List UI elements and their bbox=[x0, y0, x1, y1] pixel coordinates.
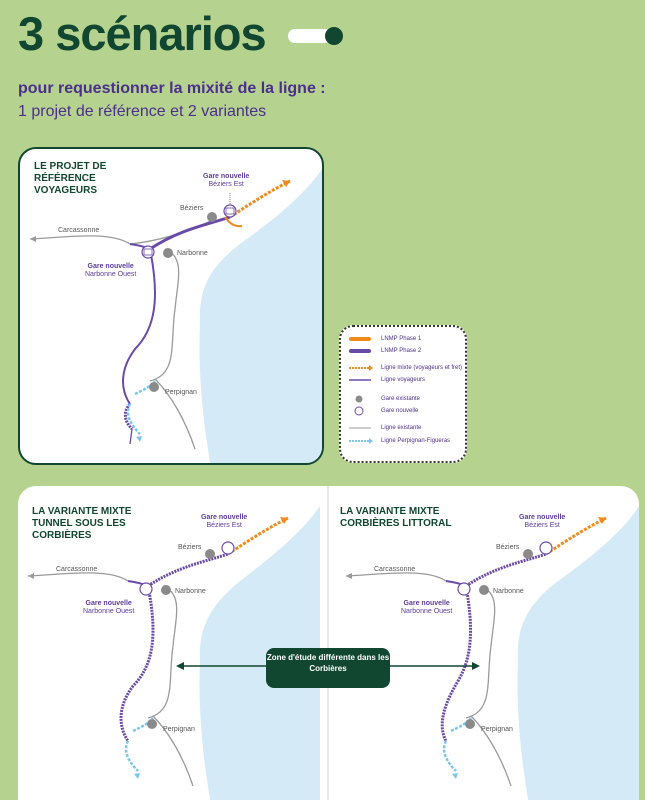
zone-etude-badge: Zone d'étude différente dans les Corbièr… bbox=[266, 648, 390, 688]
narbonne-label: Narbonne bbox=[175, 588, 206, 595]
variants-panel: LA VARIANTE MIXTE TUNNEL SOUS LES CORBIÈ… bbox=[18, 486, 639, 800]
perpignan-label: Perpignan bbox=[481, 726, 513, 733]
perpignan-label: Perpignan bbox=[165, 389, 197, 396]
panel-title: LA VARIANTE MIXTE CORBIÈRES LITTORAL bbox=[340, 506, 452, 529]
map-legend: LNMP Phase 1 LNMP Phase 2 Ligne mixte (v… bbox=[339, 325, 467, 463]
beziers-label: Béziers bbox=[178, 544, 202, 551]
panel-title: LA VARIANTE MIXTE TUNNEL SOUS LES CORBIÈ… bbox=[32, 506, 132, 541]
beziers-label: Béziers bbox=[180, 205, 204, 212]
beziers-label: Béziers bbox=[496, 544, 520, 551]
page-title: 3 scénarios bbox=[18, 7, 267, 60]
legend-item: Gare existante bbox=[381, 396, 421, 402]
narbonne-label: Narbonne bbox=[493, 588, 524, 595]
title-pill-icon bbox=[288, 27, 343, 45]
legend-item: Ligne voyageurs bbox=[381, 377, 426, 383]
subtitle: 1 projet de référence et 2 variantes bbox=[18, 103, 267, 120]
legend-item: Gare nouvelle bbox=[381, 408, 419, 414]
perpignan-label: Perpignan bbox=[163, 726, 195, 733]
variants-map bbox=[27, 486, 639, 800]
legend-icons bbox=[349, 337, 373, 444]
reference-map bbox=[29, 169, 322, 463]
legend-item: LNMP Phase 2 bbox=[381, 348, 422, 354]
legend-item: LNMP Phase 1 bbox=[381, 336, 422, 342]
carcassonne-label: Carcassonne bbox=[56, 566, 98, 573]
legend-item: Ligne mixte (voyageurs et fret) bbox=[381, 365, 463, 371]
narbonne-label: Narbonne bbox=[177, 250, 208, 257]
carcassonne-label: Carcassonne bbox=[374, 566, 416, 573]
subtitle-bold: pour requestionner la mixité de la ligne… bbox=[18, 80, 326, 97]
panel-title: LE PROJET DE RÉFÉRENCE VOYAGEURS bbox=[34, 161, 107, 196]
carcassonne-label: Carcassonne bbox=[58, 227, 100, 234]
reference-project-panel: LE PROJET DE RÉFÉRENCE VOYAGEURS Gare no… bbox=[18, 147, 324, 465]
legend-item: Ligne Perpignan-Figueras bbox=[381, 438, 451, 444]
legend-item: Ligne existante bbox=[381, 425, 422, 431]
